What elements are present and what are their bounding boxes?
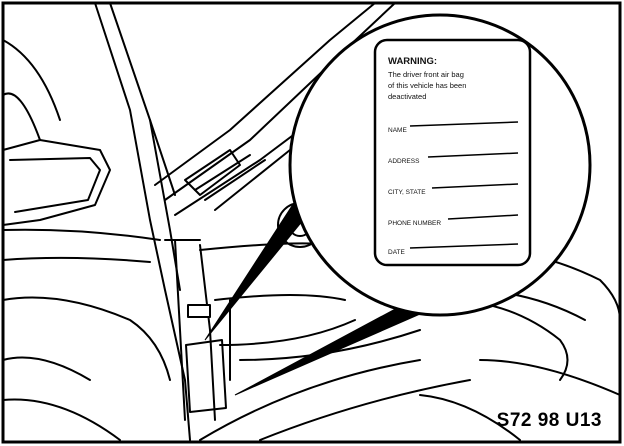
- label-field-date: DATE: [388, 249, 406, 256]
- label-field-phone-line: [447, 214, 519, 220]
- label-field-address: ADDRESS: [388, 158, 420, 165]
- label-field-name-line: [409, 121, 519, 127]
- label-field-phone: PHONE NUMBER: [388, 220, 441, 227]
- vehicle-interior-illustration: [2, 2, 621, 441]
- label-heading: WARNING:: [388, 56, 437, 67]
- label-body-line-3: deactivated: [388, 92, 426, 101]
- label-field-date-line: [409, 243, 519, 249]
- label-body-line-1: The driver front air bag: [388, 70, 464, 79]
- label-body-line-2: of this vehicle has been: [388, 81, 466, 90]
- label-field-address-line: [427, 152, 519, 158]
- label-field-name: NAME: [388, 127, 407, 134]
- label-field-city-state-line: [431, 183, 519, 189]
- figure-code: S72 98 U13: [496, 410, 602, 431]
- label-field-city-state: CITY, STATE: [388, 189, 426, 196]
- warning-label-card: WARNING: The driver front air bag of thi…: [373, 38, 532, 267]
